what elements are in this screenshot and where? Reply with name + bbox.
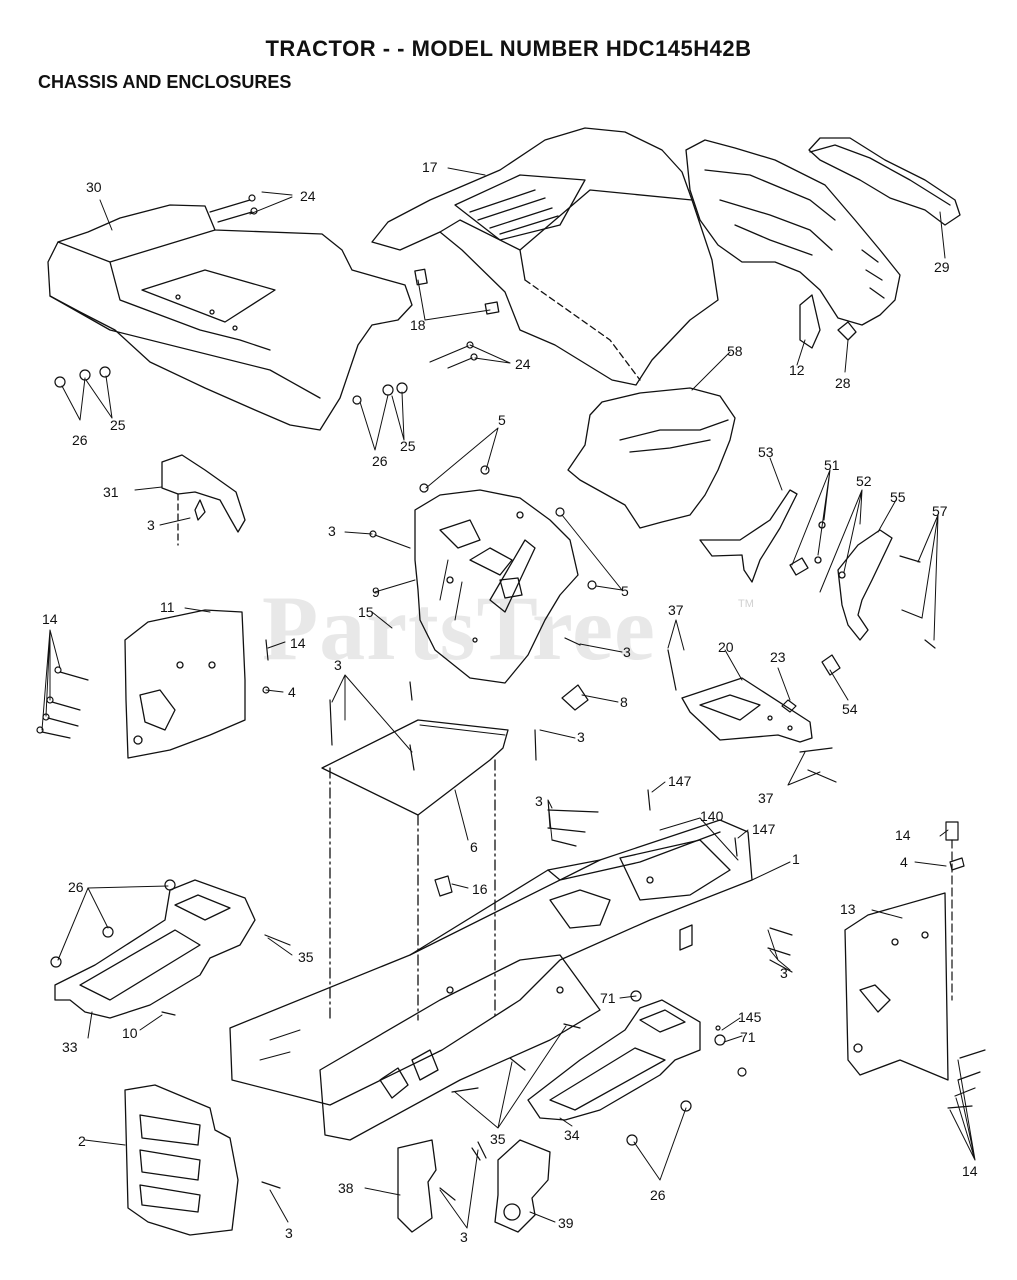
callout-13: 13	[840, 901, 856, 917]
part-footrest-right	[527, 999, 701, 1121]
part-footrest-left	[54, 879, 256, 1019]
callout-25: 25	[110, 417, 126, 433]
callout-58: 58	[727, 343, 743, 359]
callout-17: 17	[422, 159, 438, 175]
callout-14: 14	[42, 611, 58, 627]
part-plate-6	[321, 719, 509, 1021]
callout-3: 3	[334, 657, 342, 673]
callout-24: 24	[515, 356, 531, 372]
trademark-mark: TM	[738, 598, 754, 610]
callout-3: 3	[535, 793, 543, 809]
callout-5: 5	[621, 583, 629, 599]
callout-145: 145	[738, 1009, 762, 1025]
callout-3: 3	[623, 644, 631, 660]
callout-26: 26	[372, 453, 388, 469]
part-bracket-55	[837, 529, 893, 641]
callout-52: 52	[856, 473, 872, 489]
callout-53: 53	[758, 444, 774, 460]
callout-51: 51	[824, 457, 840, 473]
callout-147: 147	[668, 773, 692, 789]
callout-12: 12	[789, 362, 805, 378]
callout-37: 37	[668, 602, 684, 618]
callout-35: 35	[298, 949, 314, 965]
callout-4: 4	[900, 854, 908, 870]
callout-140: 140	[700, 808, 724, 824]
callout-25: 25	[400, 438, 416, 454]
callout-23: 23	[770, 649, 786, 665]
part-bracket-31	[161, 454, 246, 533]
callout-26: 26	[68, 879, 84, 895]
callout-4: 4	[288, 684, 296, 700]
part-hood	[371, 127, 719, 386]
page-title: TRACTOR - - MODEL NUMBER HDC145H42B	[265, 36, 752, 61]
callout-15: 15	[358, 604, 374, 620]
callout-147: 147	[752, 821, 776, 837]
callout-3: 3	[147, 517, 155, 533]
watermark: PartsTree	[262, 577, 656, 679]
callout-2: 2	[78, 1133, 86, 1149]
callout-39: 39	[558, 1215, 574, 1231]
part-dashboard-panel	[414, 489, 579, 684]
callout-71: 71	[600, 990, 616, 1006]
callout-20: 20	[718, 639, 734, 655]
part-bracket-12	[799, 294, 821, 349]
part-dash-panel	[567, 387, 736, 529]
callout-14: 14	[895, 827, 911, 843]
callout-6: 6	[470, 839, 478, 855]
part-side-panel-right	[844, 892, 949, 1081]
hardware	[36, 194, 986, 1201]
callout-33: 33	[62, 1039, 78, 1055]
callout-37: 37	[758, 790, 774, 806]
part-bracket-38	[397, 1139, 437, 1233]
part-bracket-53	[699, 489, 798, 583]
callout-3: 3	[460, 1229, 468, 1245]
callout-1: 1	[792, 851, 800, 867]
callout-34: 34	[564, 1127, 580, 1143]
callout-28: 28	[835, 375, 851, 391]
callout-3: 3	[780, 965, 788, 981]
part-grille-nose	[685, 137, 961, 326]
callout-54: 54	[842, 701, 858, 717]
callout-35: 35	[490, 1131, 506, 1147]
callout-71: 71	[740, 1029, 756, 1045]
callout-55: 55	[890, 489, 906, 505]
callout-5: 5	[498, 412, 506, 428]
part-side-panel-left	[124, 609, 246, 759]
part-main-frame	[229, 819, 753, 1141]
part-rear-fender	[47, 204, 413, 431]
callout-14: 14	[290, 635, 306, 651]
callout-14: 14	[962, 1163, 978, 1179]
callout-18: 18	[410, 317, 426, 333]
callout-labels: 17 30 24 24 29 18 12 28 58 26 25 26 25 5…	[42, 159, 978, 1245]
callout-3: 3	[577, 729, 585, 745]
callout-3: 3	[285, 1225, 293, 1241]
part-bracket-39	[494, 1139, 551, 1233]
leader-lines	[41, 167, 976, 1229]
callout-24: 24	[300, 188, 316, 204]
callout-9: 9	[372, 584, 380, 600]
callout-3: 3	[328, 523, 336, 539]
callout-8: 8	[620, 694, 628, 710]
section-title: CHASSIS AND ENCLOSURES	[38, 72, 292, 92]
callout-29: 29	[934, 259, 950, 275]
callout-38: 38	[338, 1180, 354, 1196]
part-footrest-20	[681, 677, 813, 743]
callout-10: 10	[122, 1025, 138, 1041]
callout-30: 30	[86, 179, 102, 195]
callout-26: 26	[650, 1187, 666, 1203]
part-front-plate	[124, 1084, 239, 1236]
callout-11: 11	[160, 599, 175, 615]
part-clip-28	[837, 321, 857, 341]
callout-31: 31	[103, 484, 119, 500]
callout-16: 16	[472, 881, 488, 897]
callout-26: 26	[72, 432, 88, 448]
callout-57: 57	[932, 503, 948, 519]
